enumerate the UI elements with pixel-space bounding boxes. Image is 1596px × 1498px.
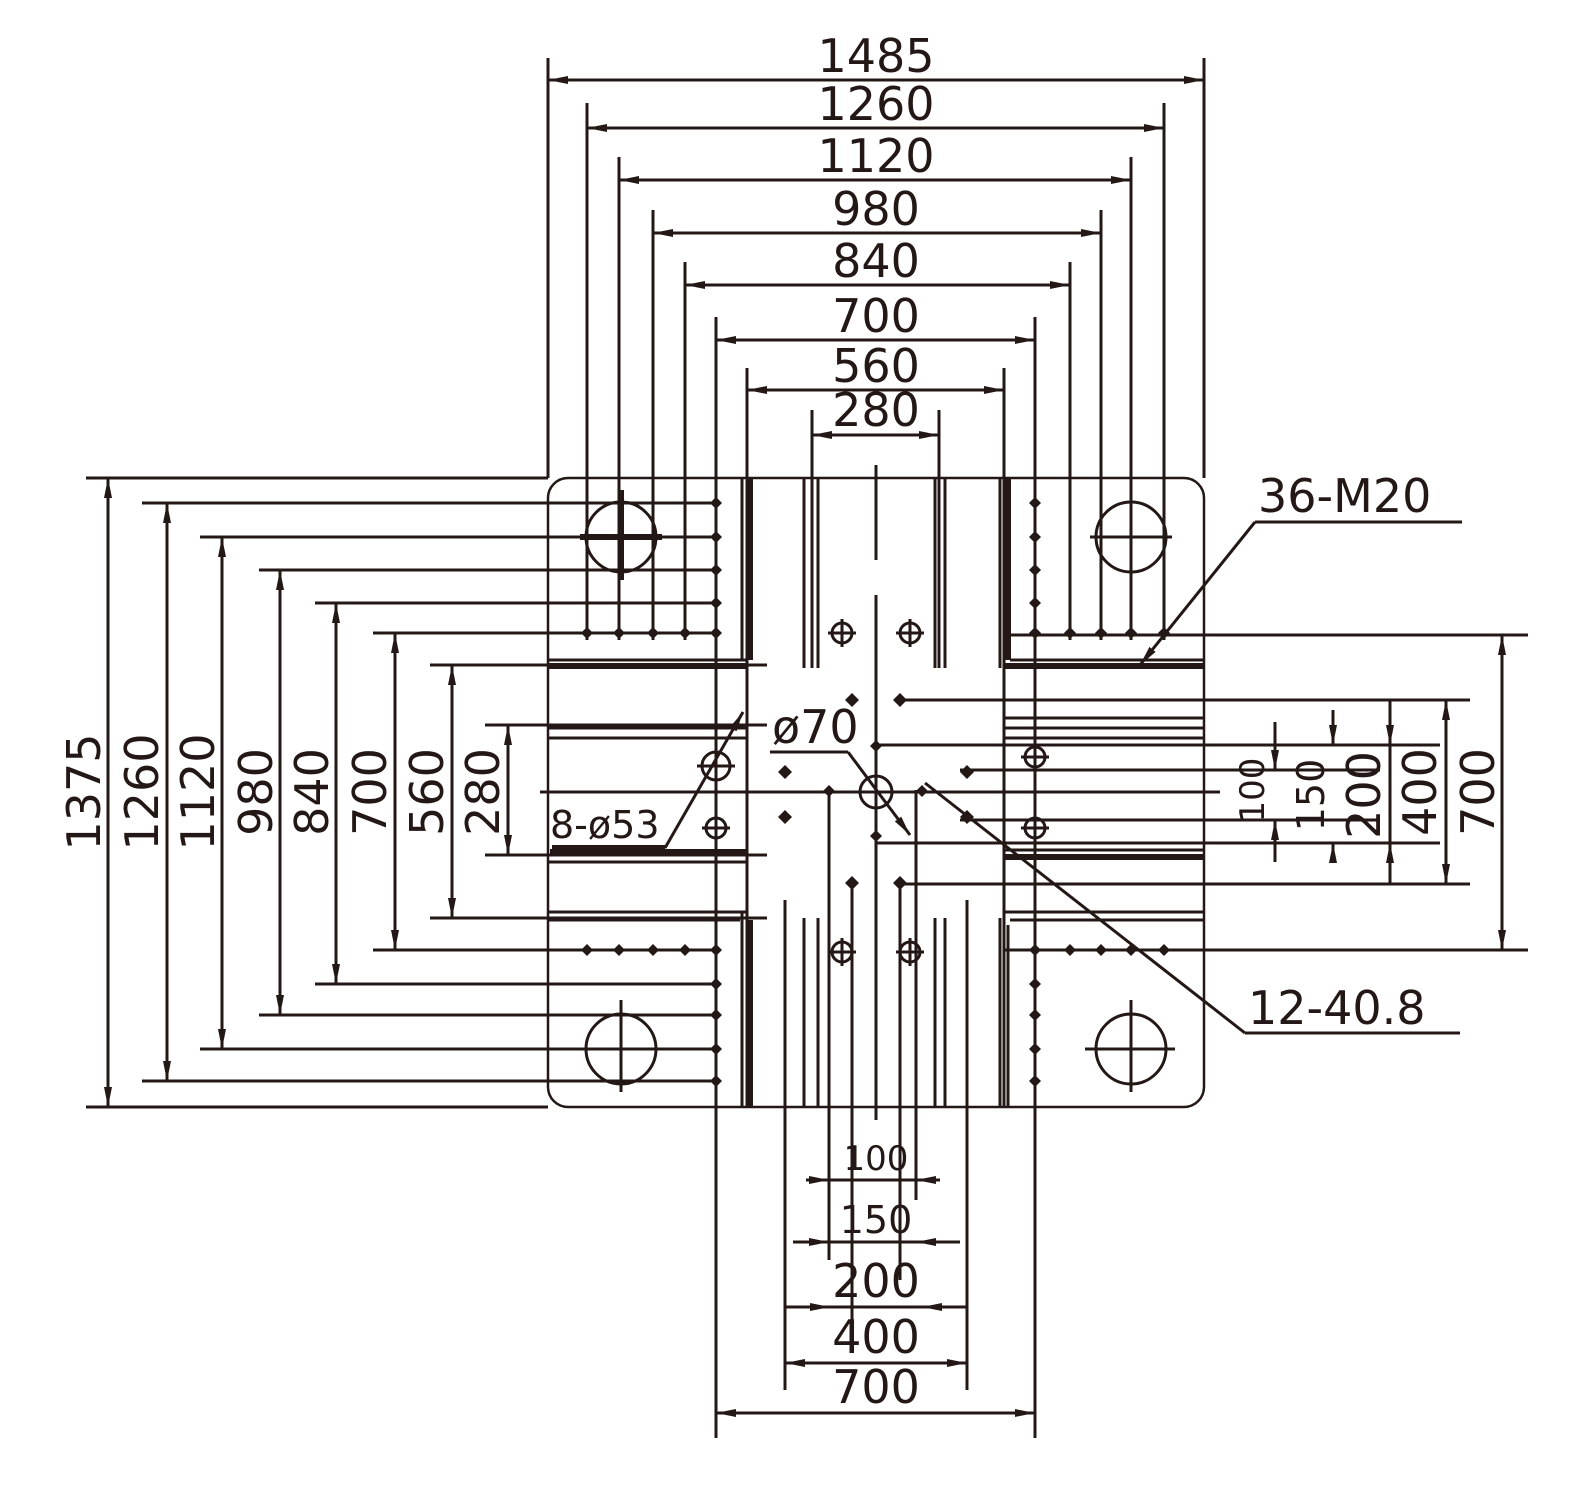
dim-bottom-400: 400 — [832, 1310, 920, 1364]
callout-12-40-8: 12-40.8 — [1248, 981, 1426, 1035]
dim-left-1120: 1120 — [171, 733, 225, 850]
dim-left-560: 560 — [400, 748, 454, 836]
dim-left-280: 280 — [456, 748, 510, 836]
tapped-holes — [581, 497, 1170, 1087]
dim-bottom-100: 100 — [844, 1139, 909, 1179]
dim-left-700: 700 — [343, 748, 397, 836]
dim-top-1120: 1120 — [817, 129, 934, 183]
center-hole — [858, 774, 894, 810]
dim-left-980: 980 — [229, 748, 283, 836]
dim-left-1260: 1260 — [115, 733, 169, 850]
center-markers — [778, 693, 974, 890]
dim-right-700: 700 — [1451, 748, 1505, 836]
dim-top-840: 840 — [832, 234, 920, 288]
callout-dia70: ø70 — [772, 700, 859, 754]
dim-right-400: 400 — [1393, 748, 1447, 836]
small-holes — [697, 619, 1049, 966]
dim-top-700: 700 — [832, 289, 920, 343]
dim-bottom-200: 200 — [832, 1254, 920, 1308]
tie-bar-holes — [580, 490, 1175, 1092]
dim-bottom-700: 700 — [832, 1360, 920, 1414]
t-slots — [540, 465, 1220, 1120]
callout-36-m20: 36-M20 — [1258, 469, 1431, 523]
dim-top-1260: 1260 — [817, 77, 934, 131]
dim-right-200: 200 — [1337, 751, 1391, 839]
dim-right-150: 150 — [1289, 759, 1333, 832]
bottom-dimensions: 100 150 200 400 700 — [716, 790, 1035, 1417]
dim-top-560: 560 — [832, 339, 920, 393]
right-dimensions: 700 400 200 150 100 — [876, 633, 1528, 952]
dim-left-840: 840 — [285, 748, 339, 836]
dim-left-1375: 1375 — [57, 733, 111, 850]
dim-top-280: 280 — [832, 383, 920, 437]
dim-bottom-150: 150 — [840, 1198, 913, 1242]
callout-8-dia53: 8-ø53 — [550, 803, 660, 847]
dim-right-100: 100 — [1233, 758, 1273, 823]
callouts: 36-M20 12-40.8 8-ø53 ø70 — [550, 469, 1462, 1035]
dim-top-980: 980 — [832, 182, 920, 236]
dim-top-1485: 1485 — [817, 29, 934, 83]
